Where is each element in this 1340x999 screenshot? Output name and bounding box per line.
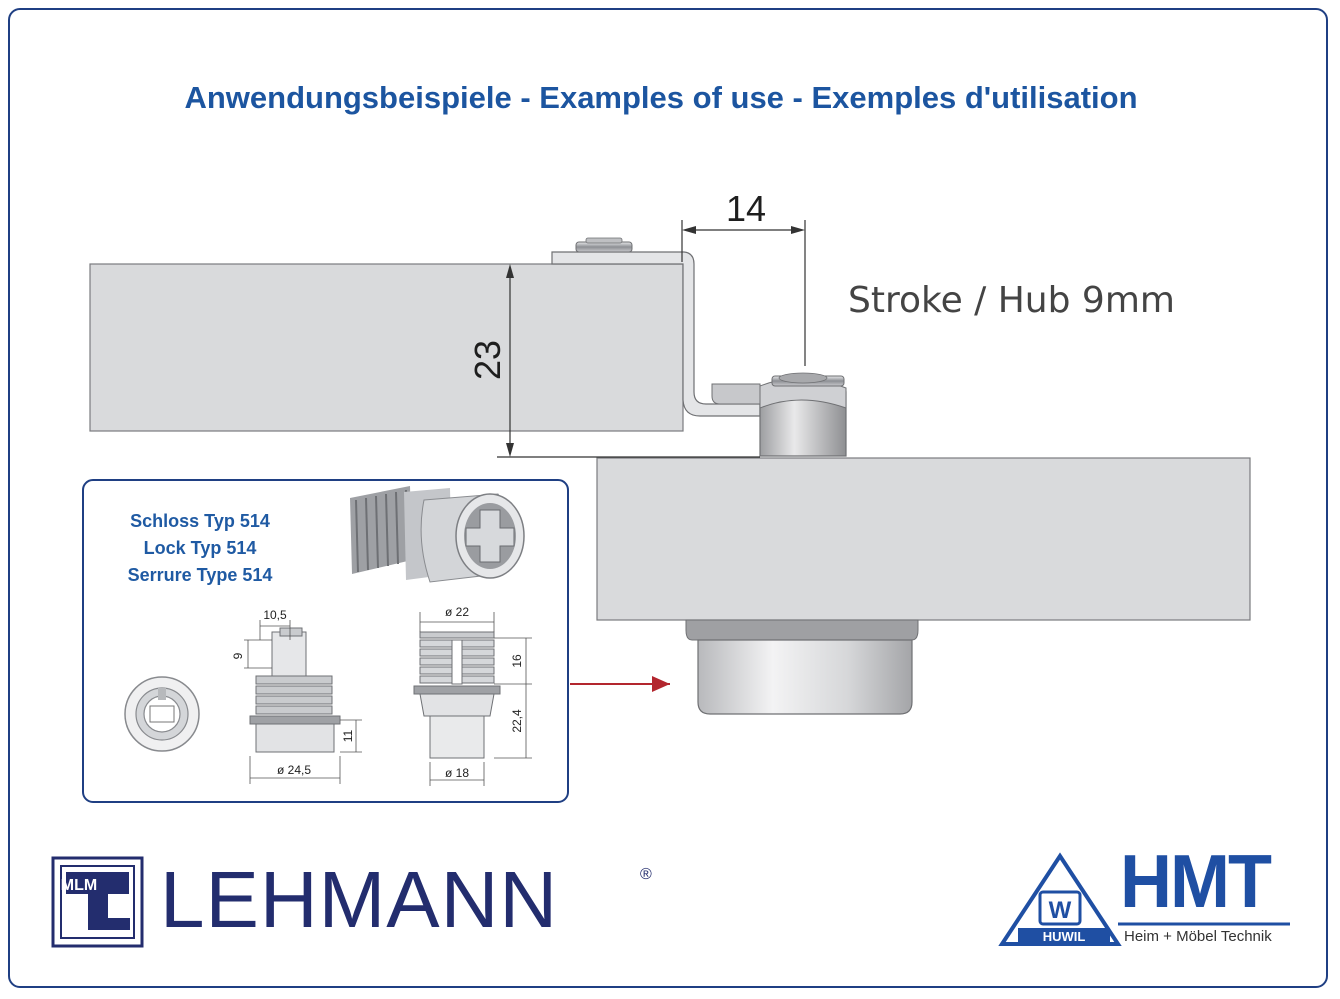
- registered-mark: ®: [640, 866, 652, 883]
- dim-24-5: ø 24,5: [277, 763, 311, 777]
- huwil-logo: W HUWIL: [998, 852, 1290, 946]
- dim-22: ø 22: [445, 605, 469, 619]
- lock-side-view-1: [244, 620, 362, 784]
- outer-frame: [8, 8, 1328, 988]
- dimension-14: [681, 220, 806, 366]
- dim-9: 9: [231, 652, 245, 659]
- dim-18: ø 18: [445, 766, 469, 780]
- dim-10-5: 10,5: [263, 608, 287, 622]
- dimension-23: [497, 264, 760, 458]
- lock-side-view-2: [413, 612, 532, 786]
- dim-22-4: 22,4: [510, 709, 524, 733]
- lehmann-logo-mark: MLM: [51, 856, 144, 948]
- huwil-w: W: [1049, 897, 1072, 924]
- dim-23-label: 23: [467, 340, 508, 380]
- stroke-label: Stroke / Hub 9mm: [848, 280, 1175, 321]
- lock-name-en: Lock Typ 514: [143, 538, 257, 558]
- door-panel: [89, 237, 761, 432]
- lock-photo: [350, 486, 525, 583]
- lock-front-view: [124, 676, 200, 752]
- hmt-subtitle: Heim + Möbel Technik: [1124, 928, 1272, 945]
- page-title: Anwendungsbeispiele - Examples of use - …: [184, 80, 1138, 115]
- huwil-label: HUWIL: [1043, 929, 1086, 944]
- lock-name-fr: Serrure Type 514: [127, 565, 273, 585]
- lock-name-de: Schloss Typ 514: [130, 511, 270, 531]
- lehmann-monogram-text: MLM: [61, 877, 97, 894]
- hmt-wordmark: HMT: [1120, 840, 1272, 924]
- dim-14-label: 14: [726, 188, 766, 229]
- dim-11: 11: [341, 729, 355, 742]
- dim-16: 16: [510, 654, 524, 668]
- lehmann-wordmark: LEHMANN: [160, 855, 559, 944]
- carcass-panel: [596, 372, 1251, 715]
